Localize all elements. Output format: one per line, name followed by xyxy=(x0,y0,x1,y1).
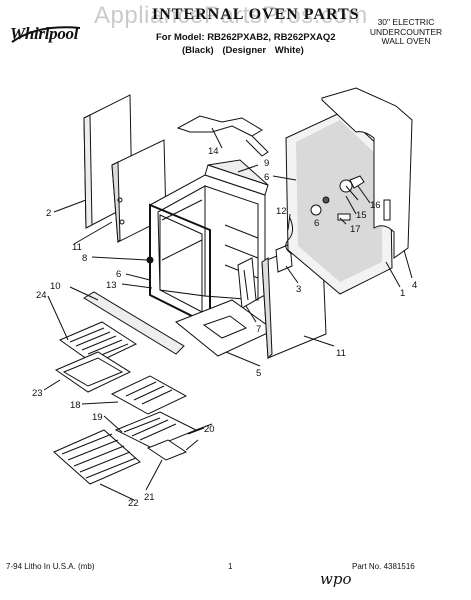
callout-labels: 1 2 3 4 5 6 6 6 7 8 9 10 11 11 11 12 13 … xyxy=(32,146,417,509)
callout-13: 13 xyxy=(106,280,117,291)
callout-6: 6 xyxy=(264,172,269,183)
callout-12: 12 xyxy=(276,206,287,217)
callout-9: 9 xyxy=(264,158,269,169)
callout-1: 1 xyxy=(400,288,405,299)
callout-23: 23 xyxy=(32,388,43,399)
callout-18: 18 xyxy=(70,400,81,411)
callout-10: 10 xyxy=(50,281,61,292)
whirlpool-logo-swoosh xyxy=(11,26,81,43)
footer-litho: 7-94 Litho In U.S.A. (mb) xyxy=(6,562,95,571)
product-line-1: 30" ELECTRIC xyxy=(377,17,435,27)
callout-6: 6 xyxy=(314,218,319,229)
part-trim-strip xyxy=(83,291,185,355)
part-outer-back xyxy=(321,87,413,259)
page-title: INTERNAL OVEN PARTS xyxy=(152,6,360,23)
part-element-bracket xyxy=(237,257,257,309)
footer-part-number: Part No. 4381516 xyxy=(352,562,415,571)
callout-4: 4 xyxy=(412,280,417,291)
callout-21: 21 xyxy=(144,492,155,503)
callout-15: 15 xyxy=(356,210,367,221)
part-broil-pan-grid xyxy=(58,321,138,365)
callout-2: 2 xyxy=(46,208,51,219)
callout-leaders xyxy=(43,127,413,501)
handwritten-note: wpo xyxy=(320,570,352,588)
part-wire-harness xyxy=(285,217,294,255)
part-top-duct xyxy=(176,115,269,157)
exploded-parts-diagram: 1 2 3 4 5 6 6 6 7 8 9 10 11 11 11 12 13 … xyxy=(32,87,417,509)
callout-19: 19 xyxy=(92,412,103,423)
callout-20: 20 xyxy=(204,424,215,435)
model-line: For Model: RB262PXAB2, RB262PXAQ2 xyxy=(156,32,336,43)
callout-17: 17 xyxy=(350,224,361,235)
callout-3: 3 xyxy=(296,284,301,295)
brand-logo: Whirlpool xyxy=(10,24,79,43)
product-line-3: WALL OVEN xyxy=(381,36,431,46)
part-oven-rack xyxy=(53,429,141,485)
footer-page-number: 1 xyxy=(228,562,233,571)
callout-7: 7 xyxy=(256,324,261,335)
part-element-mount xyxy=(146,439,188,461)
callout-5: 5 xyxy=(256,368,261,379)
watermark-text: AppliancePartsPros.com xyxy=(94,2,368,29)
callout-8: 8 xyxy=(82,253,87,264)
part-rear-panel xyxy=(285,111,393,295)
product-description: 30" ELECTRIC UNDERCOUNTER WALL OVEN xyxy=(356,17,456,47)
part-element-shield xyxy=(110,375,188,415)
part-screw xyxy=(146,256,154,264)
callout-14: 14 xyxy=(208,146,219,157)
callout-24: 24 xyxy=(36,290,47,301)
product-line-2: UNDERCOUNTER xyxy=(369,26,443,37)
callout-6: 6 xyxy=(116,269,121,280)
part-broil-pan xyxy=(54,351,132,393)
callout-11: 11 xyxy=(72,242,82,253)
callout-16: 16 xyxy=(370,200,381,211)
part-bake-element xyxy=(114,411,213,449)
callout-22: 22 xyxy=(128,498,139,509)
callout-11: 11 xyxy=(336,348,346,359)
color-variants: (Black) (Designer White) xyxy=(182,45,304,56)
